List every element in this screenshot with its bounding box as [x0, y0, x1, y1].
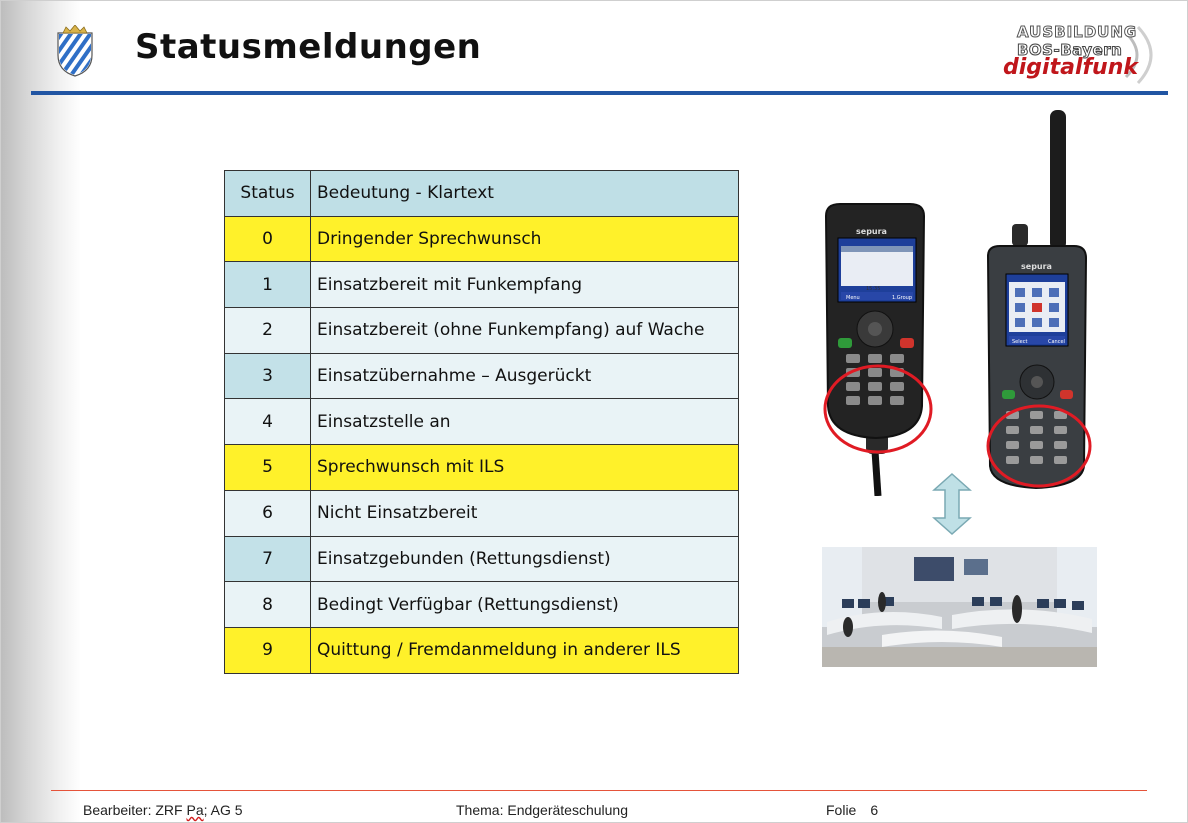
handheld-radio: Select Cancel sepura: [986, 110, 1088, 490]
handheld-microphone: Menu 1.Group 15:35 sepura: [824, 203, 926, 496]
status-code: 7: [224, 535, 311, 583]
header-status: Status: [224, 170, 311, 217]
tetra-radios-illustration: Menu 1.Group 15:35 sepura Select: [823, 110, 1092, 496]
status-meaning: Einsatzbereit mit Funkempfang: [310, 261, 739, 309]
control-room-photo: [822, 547, 1097, 667]
status-code: 0: [224, 215, 311, 263]
radio1-softkey-right: 1.Group: [892, 295, 912, 301]
table-row: 3 Einsatzübernahme – Ausgerückt: [224, 352, 739, 400]
status-meaning: Bedingt Verfügbar (Rettungsdienst): [310, 581, 739, 628]
footer-slide-number: Folie 6: [826, 802, 878, 818]
table-row: 5 Sprechwunsch mit ILS: [224, 444, 739, 491]
bos-bayern-logo: AUSBILDUNG BOS-Bayern digitalfunk: [991, 19, 1166, 85]
radio1-clock: 15:35: [866, 286, 880, 292]
status-code: 2: [224, 307, 311, 354]
footer-folie-label: Folie: [826, 802, 857, 818]
status-meaning: Nicht Einsatzbereit: [310, 489, 739, 537]
double-arrow-icon: [932, 472, 972, 536]
table-row: 6 Nicht Einsatzbereit: [224, 489, 739, 537]
table-row: 4 Einsatzstelle an: [224, 398, 739, 446]
radio2-brand: sepura: [1021, 262, 1052, 271]
radio2-softkey-right: Cancel: [1048, 339, 1065, 345]
status-code: 5: [224, 444, 311, 491]
left-gradient-shade: [1, 1, 81, 822]
footer-editor-pa: Pa: [186, 802, 204, 818]
status-code: 3: [224, 352, 311, 400]
table-row: 7 Einsatzgebunden (Rettungsdienst): [224, 535, 739, 583]
table-row: 9 Quittung / Fremdanmeldung in anderer I…: [224, 626, 739, 674]
table-header-row: Status Bedeutung - Klartext: [224, 170, 739, 217]
table-row: 1 Einsatzbereit mit Funkempfang: [224, 261, 739, 309]
table-row: 8 Bedingt Verfügbar (Rettungsdienst): [224, 581, 739, 628]
status-meaning: Einsatzgebunden (Rettungsdienst): [310, 535, 739, 583]
status-meaning: Sprechwunsch mit ILS: [310, 444, 739, 491]
footer-rule: [51, 790, 1147, 791]
status-code: 4: [224, 398, 311, 446]
radio-waves-icon: [1124, 25, 1153, 85]
table-row: 0 Dringender Sprechwunsch: [224, 215, 739, 263]
footer-topic: Thema: Endgeräteschulung: [456, 802, 628, 818]
status-meaning: Einsatzübernahme – Ausgerückt: [310, 352, 739, 400]
radio2-softkey-left: Select: [1012, 339, 1027, 345]
status-code: 9: [224, 626, 311, 674]
status-meaning: Quittung / Fremdanmeldung in anderer ILS: [310, 626, 739, 674]
footer-editor: Bearbeiter: ZRF Pa; AG 5: [83, 802, 243, 818]
header-meaning: Bedeutung - Klartext: [310, 170, 739, 217]
logo-line-ausbildung: AUSBILDUNG: [1016, 23, 1138, 42]
radio1-brand: sepura: [856, 227, 887, 236]
status-meaning: Einsatzstelle an: [310, 398, 739, 446]
footer-editor-suffix: ; AG 5: [203, 802, 243, 818]
table-row: 2 Einsatzbereit (ohne Funkempfang) auf W…: [224, 307, 739, 354]
radio1-softkey-left: Menu: [846, 295, 860, 301]
footer-editor-prefix: Bearbeiter: ZRF: [83, 802, 187, 818]
status-code: 6: [224, 489, 311, 537]
status-meaning: Dringender Sprechwunsch: [310, 215, 739, 263]
footer-folie-number: 6: [870, 802, 879, 818]
logo-line-digitalfunk: digitalfunk: [1003, 55, 1139, 80]
status-table: Status Bedeutung - Klartext 0 Dringender…: [224, 170, 739, 674]
keypad-highlight-circle-left: [823, 364, 933, 454]
status-code: 1: [224, 261, 311, 309]
keypad-highlight-circle-right: [986, 404, 1092, 488]
slide-title: Statusmeldungen: [135, 27, 482, 67]
title-rule: [31, 91, 1168, 95]
logo-line-bos-bayern: BOS-Bayern: [1016, 41, 1123, 60]
status-code: 8: [224, 581, 311, 628]
status-meaning: Einsatzbereit (ohne Funkempfang) auf Wac…: [310, 307, 739, 354]
bavaria-crest-icon: [57, 25, 93, 77]
